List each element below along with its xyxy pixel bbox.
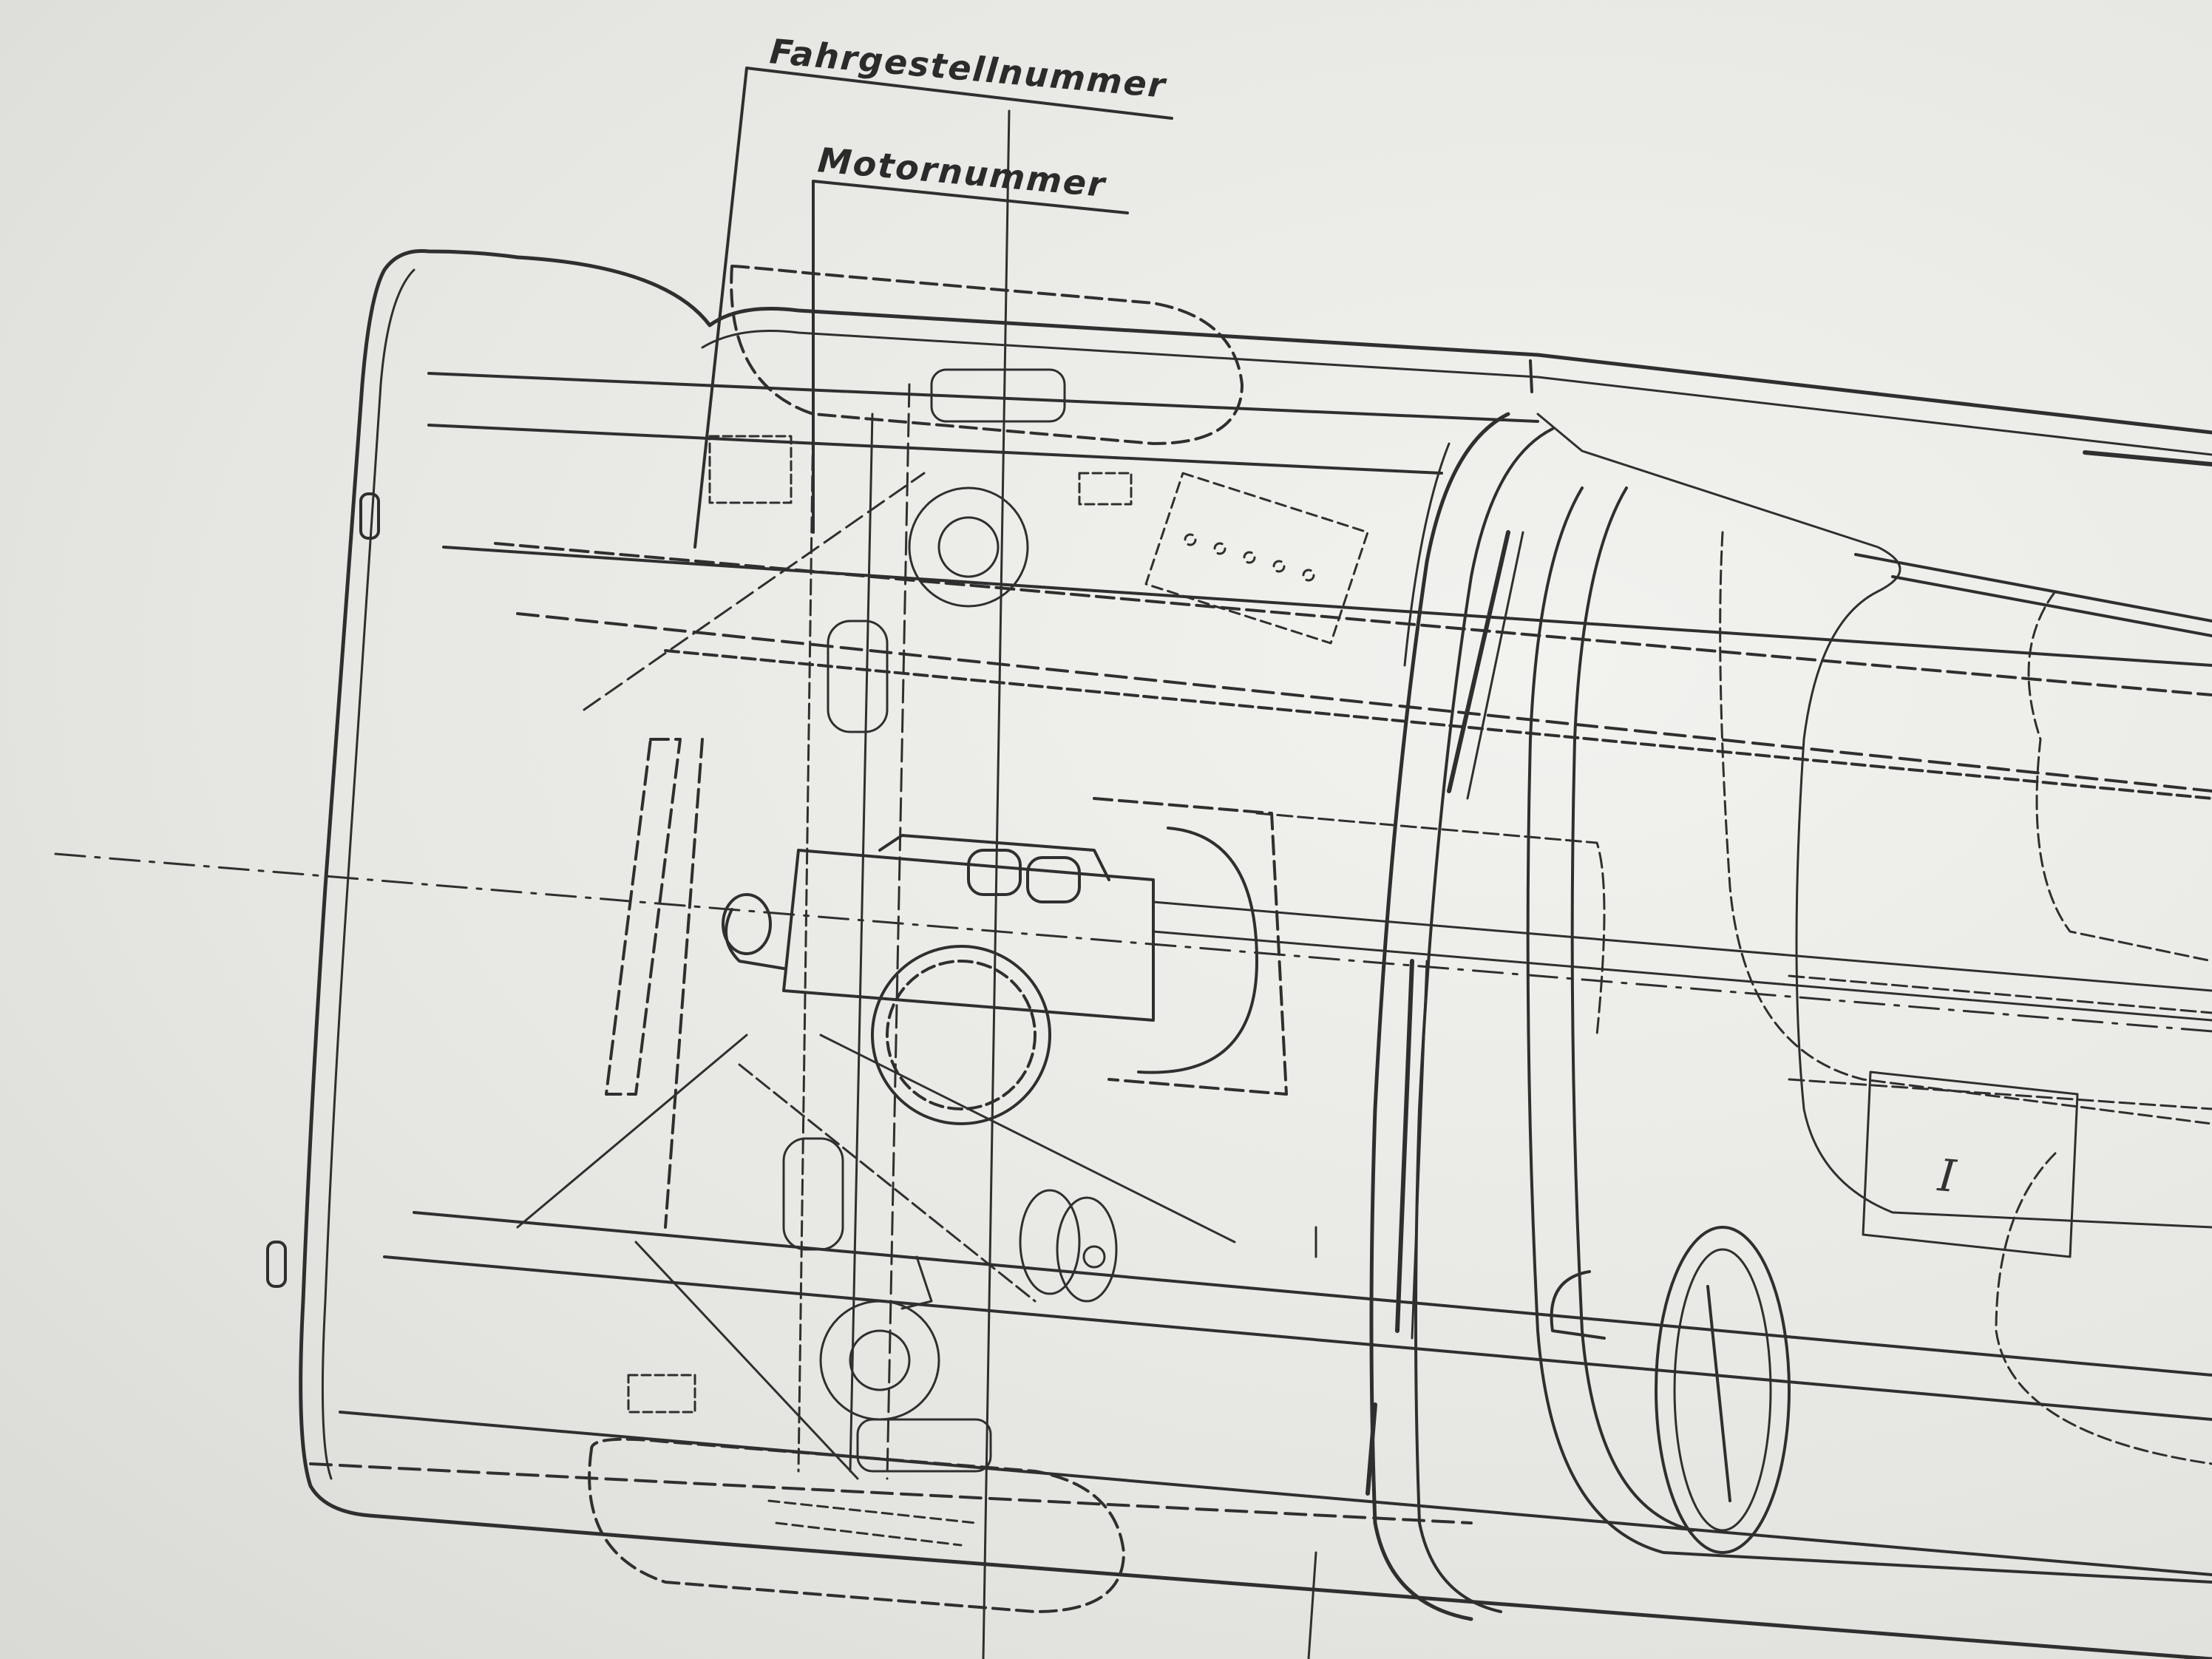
body-outline [299,249,2212,1659]
lower-details [767,1189,1317,1547]
drive-shaft [1152,812,2212,1110]
front-right-wheel [588,1437,1125,1613]
engine-block [722,797,1288,1125]
seat-marker-label: I [1936,1150,1959,1203]
seat [1719,531,2212,1465]
windshield [1369,412,1554,1621]
center-line [54,852,2212,1033]
steering-wheel [1550,1226,1791,1554]
front-suspension [516,368,1236,1480]
front-rails [309,372,2212,1576]
bumper-bolts [266,492,380,1288]
wiper-blades [1365,530,1524,1496]
small-brackets [627,435,1133,1414]
battery-box [1144,472,1369,645]
front-left-wheel [730,265,1244,445]
radiator [605,738,704,1229]
label-leaders [693,67,1317,1659]
gear-box-outline [1862,1071,2079,1258]
cabin-frame [1526,413,2212,1584]
